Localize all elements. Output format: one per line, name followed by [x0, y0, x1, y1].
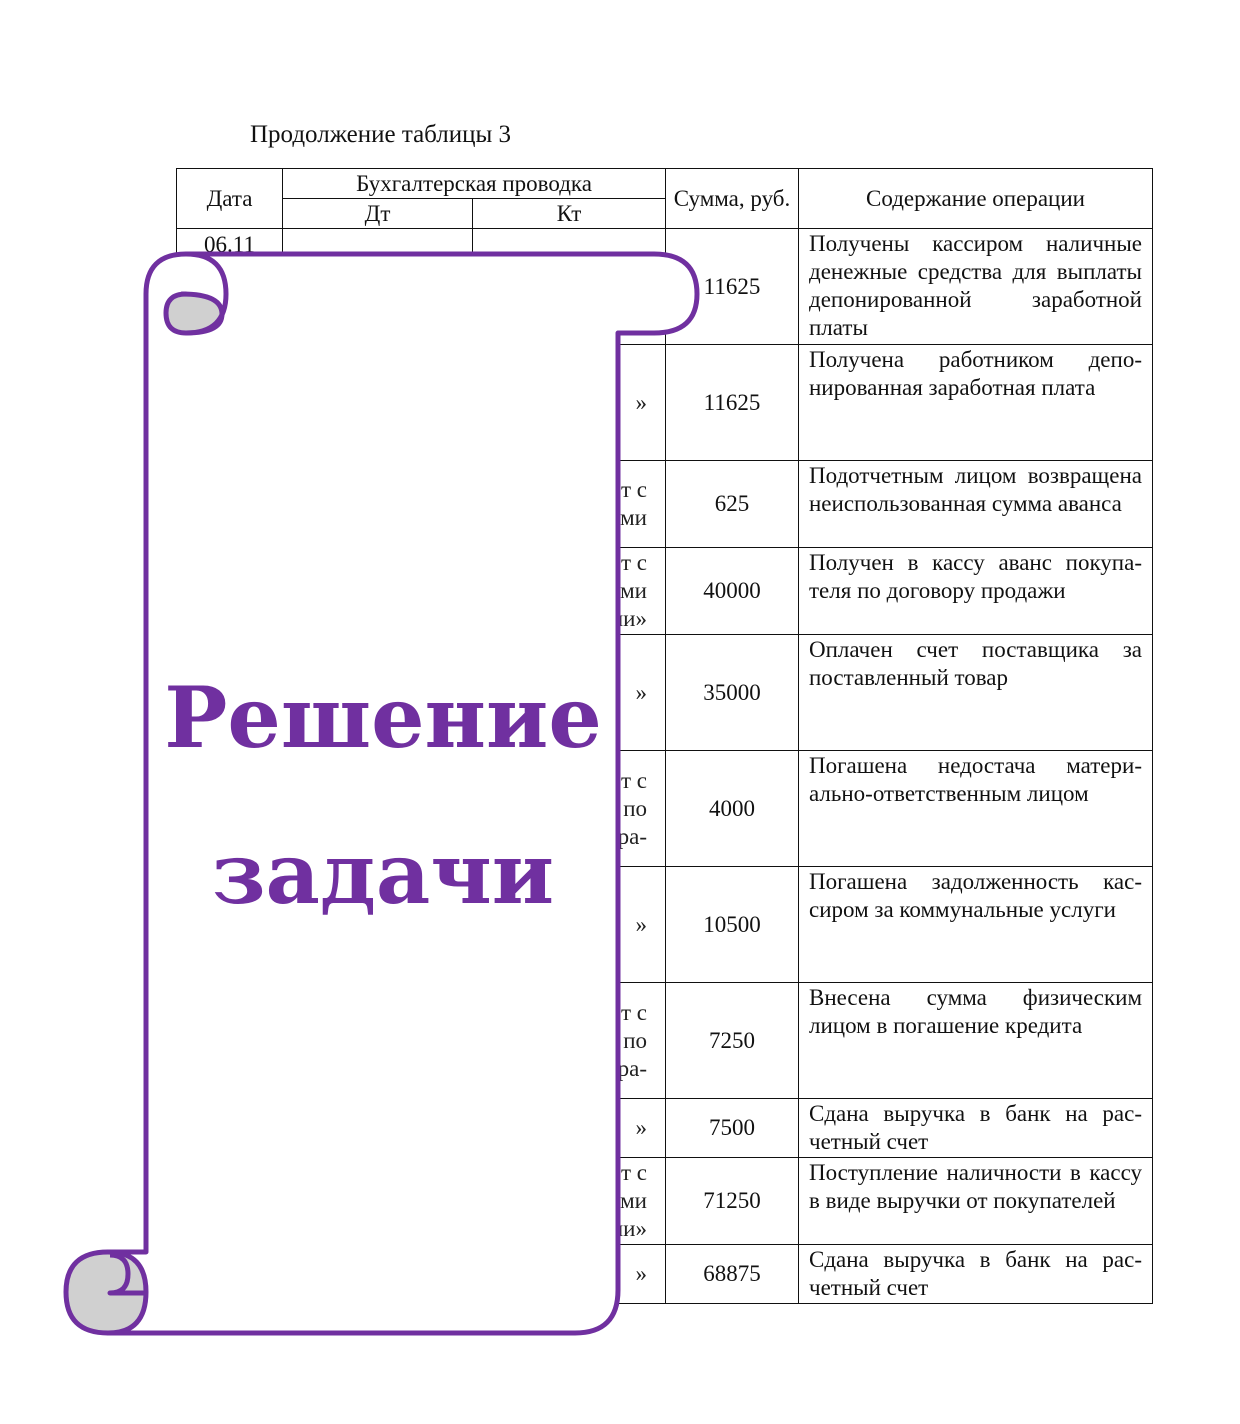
cell-amount: 7250 [665, 982, 799, 1099]
cell-amount: 4000 [665, 750, 799, 867]
cell-amount: 11625 [665, 344, 799, 461]
cell-date [176, 460, 283, 548]
cell-amount: 11625 [665, 228, 799, 345]
cell-description: Сдана выручка в банк на рас­четный счет [798, 1098, 1153, 1158]
cell-debit [282, 460, 473, 548]
cell-amount: 40000 [665, 547, 799, 635]
cell-description: Получены кассиром наличные денежные сред… [798, 228, 1153, 345]
cell-description: Погашена недостача матери­ально-ответств… [798, 750, 1153, 867]
cell-date [176, 547, 283, 635]
cell-amount: 35000 [665, 634, 799, 751]
cell-debit [282, 1157, 473, 1245]
header-entry: Бухгалтерская проводка [282, 168, 666, 199]
header-debit: Дт [282, 198, 473, 229]
cell-date [176, 1244, 283, 1304]
cell-description: Подотчетным лицом возвра­щена неиспользо… [798, 460, 1153, 548]
cell-date [176, 344, 283, 461]
cell-amount: 71250 [665, 1157, 799, 1245]
cell-credit: » [472, 344, 666, 461]
cell-description: Получен в кассу аванс покупа­теля по дог… [798, 547, 1153, 635]
cell-description: Получена работником депо­нированная зара… [798, 344, 1153, 461]
cell-credit [472, 228, 666, 345]
cell-date: 06.11 [176, 228, 283, 345]
cell-date [176, 1098, 283, 1158]
cell-credit: » [472, 1098, 666, 1158]
header-amount: Сумма, руб. [665, 168, 799, 229]
scroll-title-line2: задачи [211, 824, 555, 923]
cell-amount: 68875 [665, 1244, 799, 1304]
cell-date [176, 982, 283, 1099]
scroll-title-line1: Решение [164, 668, 602, 767]
scroll-bottom-curl [63, 1249, 149, 1336]
cell-credit: т с по ра- [472, 982, 666, 1099]
table-caption: Продолжение таблицы 3 [250, 121, 512, 148]
cell-date [176, 1157, 283, 1245]
cell-description: Погашена задолженность кас­сиром за комм… [798, 866, 1153, 983]
scroll-bottom-inner [107, 1252, 146, 1296]
cell-debit [282, 982, 473, 1099]
cell-credit: т с ми ми» [472, 547, 666, 635]
cell-description: Сдана выручка в банк на рас­четный счет [798, 1244, 1153, 1304]
cell-debit [282, 1244, 473, 1304]
header-date: Дата [176, 168, 283, 229]
cell-debit [282, 228, 473, 345]
cell-amount: 7500 [665, 1098, 799, 1158]
header-credit: Кт [472, 198, 666, 229]
cell-credit: » [472, 1244, 666, 1304]
cell-debit [282, 547, 473, 635]
cell-debit [282, 1098, 473, 1158]
cell-description: Оплачен счет поставщика за поставленный … [798, 634, 1153, 751]
cell-credit: т с ми [472, 460, 666, 548]
cell-amount: 10500 [665, 866, 799, 983]
cell-amount: 625 [665, 460, 799, 548]
cell-description: Внесена сумма физическим лицом в погашен… [798, 982, 1153, 1099]
cell-credit: т с ми ми» [472, 1157, 666, 1245]
cell-debit [282, 344, 473, 461]
cell-description: Поступление наличности в кассу в виде вы… [798, 1157, 1153, 1245]
header-description: Содержание операции [798, 168, 1153, 229]
